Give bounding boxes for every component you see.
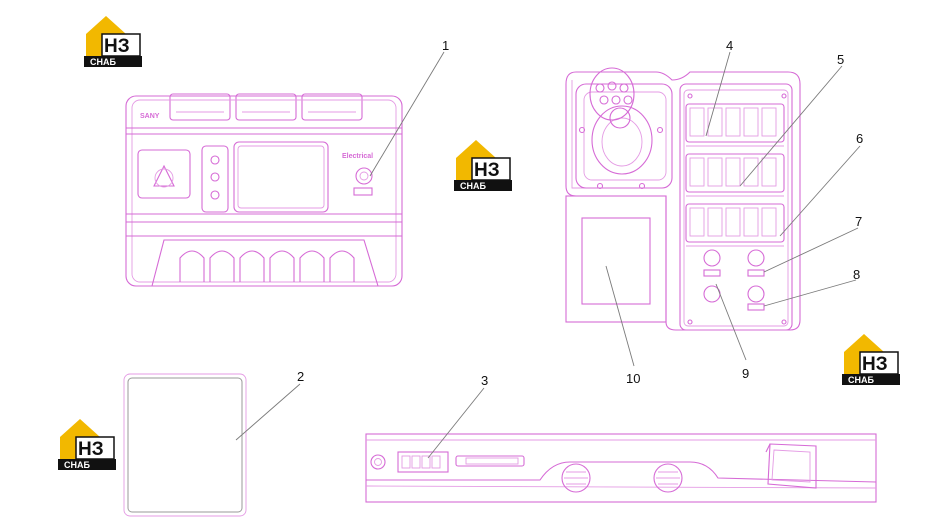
logo-watermark-2: НЗ СНАБ [454, 140, 512, 191]
callout-labels: 1 2 3 4 5 6 7 8 9 10 [297, 38, 863, 388]
leader-lines [235, 51, 861, 459]
leader-line-3 [427, 387, 485, 459]
logo-watermark-4: НЗ СНАБ [58, 419, 116, 470]
logo-word-3: СНАБ [848, 375, 874, 385]
callout-5: 5 [837, 52, 844, 67]
leader-line-6 [779, 145, 861, 237]
display-panel [123, 373, 247, 517]
logo-word-2: СНАБ [460, 181, 486, 191]
logo-word-1: СНАБ [90, 57, 116, 67]
leader-line-9 [715, 283, 747, 361]
callout-7: 7 [855, 214, 862, 229]
logo-mark-2: НЗ [474, 160, 500, 181]
leader-line-8 [763, 279, 857, 307]
logo-mark-3: НЗ [862, 354, 888, 375]
callout-6: 6 [856, 131, 863, 146]
controller-model-label: Electrical [342, 153, 373, 160]
logo-watermark-1: НЗ СНАБ [84, 16, 142, 67]
logo-watermark-3: НЗ СНАБ [842, 334, 900, 385]
leader-line-7 [763, 227, 859, 273]
callout-4: 4 [726, 38, 733, 53]
side-rail-panel [365, 433, 877, 503]
leader-line-10 [605, 265, 635, 367]
logo-mark-1: НЗ [104, 36, 130, 57]
callout-3: 3 [481, 373, 488, 388]
joystick-console [565, 67, 801, 331]
leader-line-4 [705, 51, 731, 137]
logo-word-4: СНАБ [64, 460, 90, 470]
controller-brand-label: SANY [140, 113, 160, 120]
callout-8: 8 [853, 267, 860, 282]
callout-9: 9 [742, 366, 749, 381]
callout-10: 10 [626, 371, 640, 386]
controller-unit: SANY Electrical [125, 93, 403, 287]
callout-1: 1 [442, 38, 449, 53]
callout-2: 2 [297, 369, 304, 384]
leader-line-5 [739, 65, 843, 187]
logo-mark-4: НЗ [78, 439, 104, 460]
leader-line-2 [235, 383, 301, 441]
leader-line-1 [369, 51, 445, 177]
